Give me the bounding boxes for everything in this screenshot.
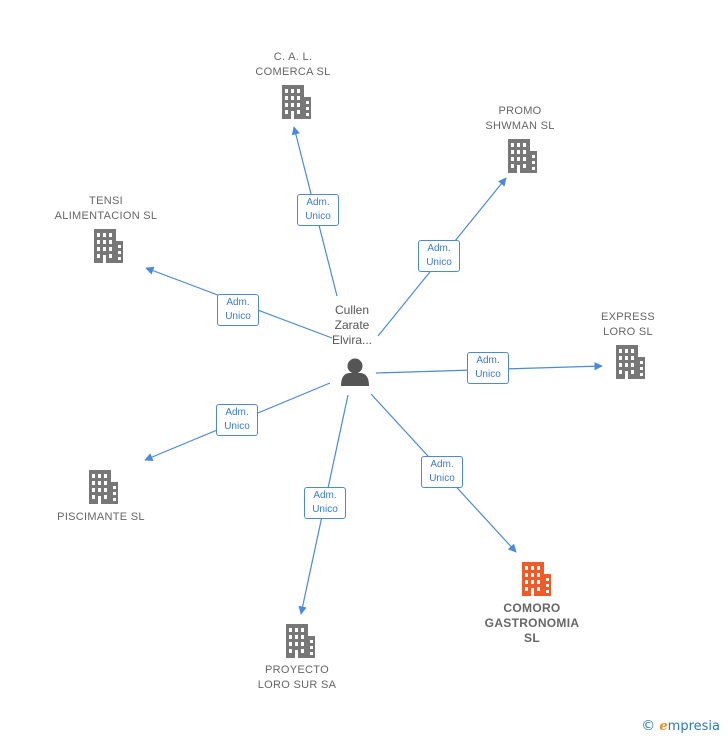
building-icon[interactable]	[282, 85, 311, 119]
building-icon[interactable]	[286, 624, 315, 658]
role-badge-line2: Unico	[305, 211, 331, 222]
role-badge-cal[interactable]: Adm. Unico	[297, 194, 339, 226]
role-badge-express[interactable]: Adm. Unico	[467, 352, 509, 384]
role-badge-line1: Adm.	[427, 243, 451, 254]
role-badge-line1: Adm.	[226, 297, 250, 308]
company-name-comoro[interactable]: COMORO GASTRONOMIA SL	[484, 601, 580, 645]
building-icon[interactable]	[94, 229, 123, 263]
role-badge-line1: Adm.	[306, 197, 330, 208]
role-badge-line2: Unico	[426, 257, 452, 268]
role-badge-piscimante[interactable]: Adm. Unico	[216, 404, 258, 436]
role-badge-line1: Adm.	[225, 407, 249, 418]
building-icon[interactable]	[508, 139, 537, 173]
company-name-cal[interactable]: C. A. L. COMERCA SL	[255, 51, 331, 78]
role-badge-comoro[interactable]: Adm. Unico	[421, 456, 463, 488]
company-name-tensi[interactable]: TENSI ALIMENTACION SL	[54, 195, 158, 222]
role-badge-line2: Unico	[225, 311, 251, 322]
person-icon	[341, 358, 369, 386]
building-icon[interactable]	[616, 345, 645, 379]
role-badge-line1: Adm.	[430, 459, 454, 470]
role-badge-line2: Unico	[475, 369, 501, 380]
role-badge-line1: Adm.	[476, 355, 500, 366]
company-name-piscimante[interactable]: PISCIMANTE SL	[57, 511, 145, 523]
role-badge-line2: Unico	[224, 421, 250, 432]
role-badge-promo[interactable]: Adm. Unico	[418, 240, 460, 272]
role-badge-line2: Unico	[312, 504, 338, 515]
building-icon[interactable]	[522, 562, 551, 596]
role-badge-tensi[interactable]: Adm. Unico	[217, 294, 259, 326]
role-badge-line2: Unico	[429, 473, 455, 484]
brand-logo: © empresia	[641, 718, 720, 734]
role-badge-line1: Adm.	[313, 490, 337, 501]
company-name-proyecto[interactable]: PROYECTO LORO SUR SA	[257, 664, 337, 691]
role-badge-proyecto[interactable]: Adm. Unico	[304, 487, 346, 519]
company-name-express[interactable]: EXPRESS LORO SL	[600, 311, 656, 338]
company-name-promo[interactable]: PROMO SHWMAN SL	[485, 105, 555, 132]
building-icon[interactable]	[89, 470, 118, 504]
person-name[interactable]: Cullen Zarate Elvira...	[331, 303, 373, 347]
